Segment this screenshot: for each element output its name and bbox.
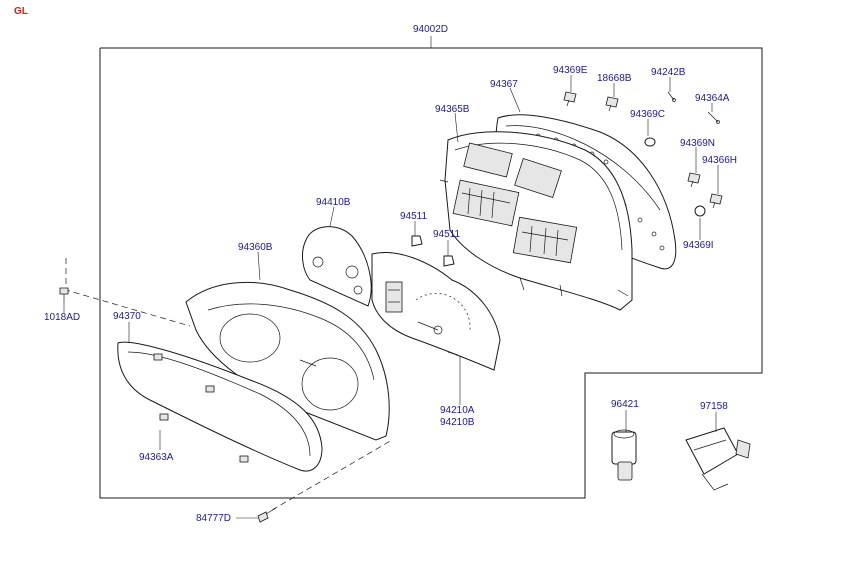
mounting-screws xyxy=(59,287,277,523)
assembly-boundary xyxy=(99,47,763,499)
sensor-part xyxy=(611,429,637,481)
part-label-97158[interactable]: 97158 xyxy=(700,401,728,412)
part-label-94364A[interactable]: 94364A xyxy=(695,93,730,104)
part-label-94369E[interactable]: 94369E xyxy=(553,65,588,76)
small-hardware-group xyxy=(563,91,723,217)
connector-part xyxy=(685,427,751,491)
leader-lines xyxy=(63,75,719,519)
indicator-lamp-group xyxy=(411,235,455,267)
part-label-94511-a[interactable]: 94511 xyxy=(400,211,428,222)
dial-plate-part xyxy=(371,252,501,371)
part-label-94367[interactable]: 94367 xyxy=(490,79,518,90)
part-label-94369I[interactable]: 94369I xyxy=(683,240,714,251)
part-label-18668B[interactable]: 18668B xyxy=(597,73,632,84)
assembly-label[interactable]: 94002D xyxy=(413,24,449,35)
part-label-96421[interactable]: 96421 xyxy=(611,399,639,410)
mask-part xyxy=(185,281,390,441)
part-label-94511-b[interactable]: 94511 xyxy=(433,229,461,240)
part-label-94410B[interactable]: 94410B xyxy=(316,197,351,208)
fastener-axis-bottom xyxy=(271,439,393,511)
part-label-94363A[interactable]: 94363A xyxy=(139,452,174,463)
part-label-94369C[interactable]: 94369C xyxy=(630,109,666,120)
circuit-case-part xyxy=(439,131,633,311)
part-label-94360B[interactable]: 94360B xyxy=(238,242,273,253)
window-part xyxy=(117,341,323,472)
part-label-84777D[interactable]: 84777D xyxy=(196,513,232,524)
part-label-1018AD[interactable]: 1018AD xyxy=(44,312,81,323)
part-label-94210A[interactable]: 94210A xyxy=(440,405,475,416)
part-label-94365B[interactable]: 94365B xyxy=(435,104,470,115)
part-label-94242B[interactable]: 94242B xyxy=(651,67,686,78)
part-label-94370[interactable]: 94370 xyxy=(113,311,141,322)
gauge-face-part xyxy=(302,226,372,307)
part-label-94210B[interactable]: 94210B xyxy=(440,417,475,428)
part-label-94369N[interactable]: 94369N xyxy=(680,138,716,149)
part-label-94366H[interactable]: 94366H xyxy=(702,155,738,166)
region-code: GL xyxy=(14,6,28,17)
